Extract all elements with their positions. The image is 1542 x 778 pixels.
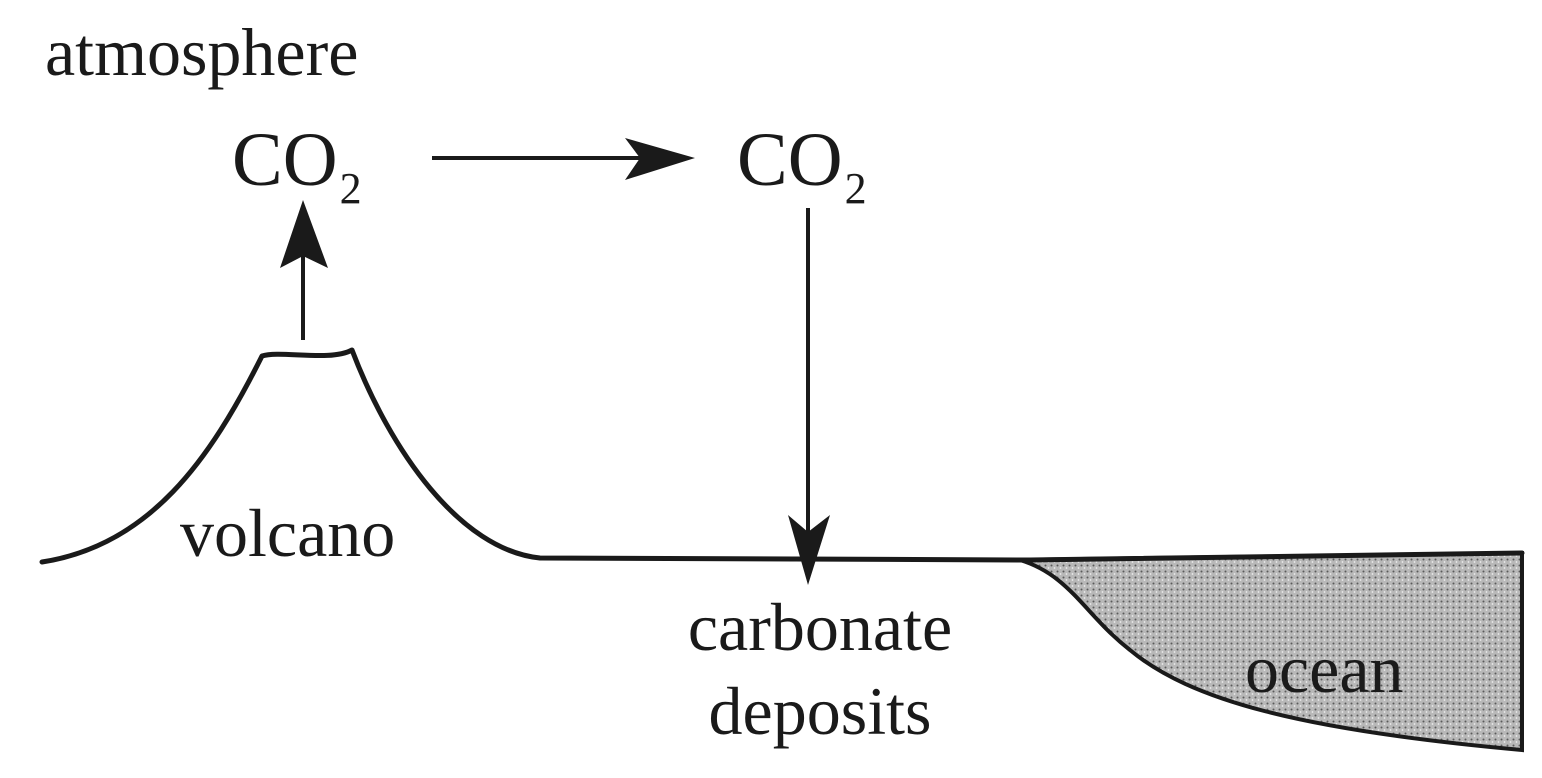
carbonate-deposits-line2: deposits: [709, 673, 932, 749]
carbonate-deposits-line1: carbonate: [688, 589, 952, 665]
ocean-basin: [1009, 550, 1524, 753]
volcano-emission-arrowhead: [280, 200, 328, 268]
co2-left-main: CO: [232, 118, 338, 202]
transfer-arrowhead: [625, 138, 695, 180]
atmosphere-label: atmosphere: [45, 14, 358, 90]
volcano-label: volcano: [180, 495, 395, 571]
co2-right-label: CO2: [737, 118, 867, 213]
ocean-label: ocean: [1245, 631, 1404, 707]
co2-left-label: CO2: [232, 118, 362, 213]
co2-right-main: CO: [737, 118, 843, 202]
co2-left-subscript: 2: [340, 164, 362, 213]
deposition-arrowhead: [788, 515, 830, 585]
ground-line: [39, 347, 1525, 565]
co2-right-subscript: 2: [845, 164, 867, 213]
